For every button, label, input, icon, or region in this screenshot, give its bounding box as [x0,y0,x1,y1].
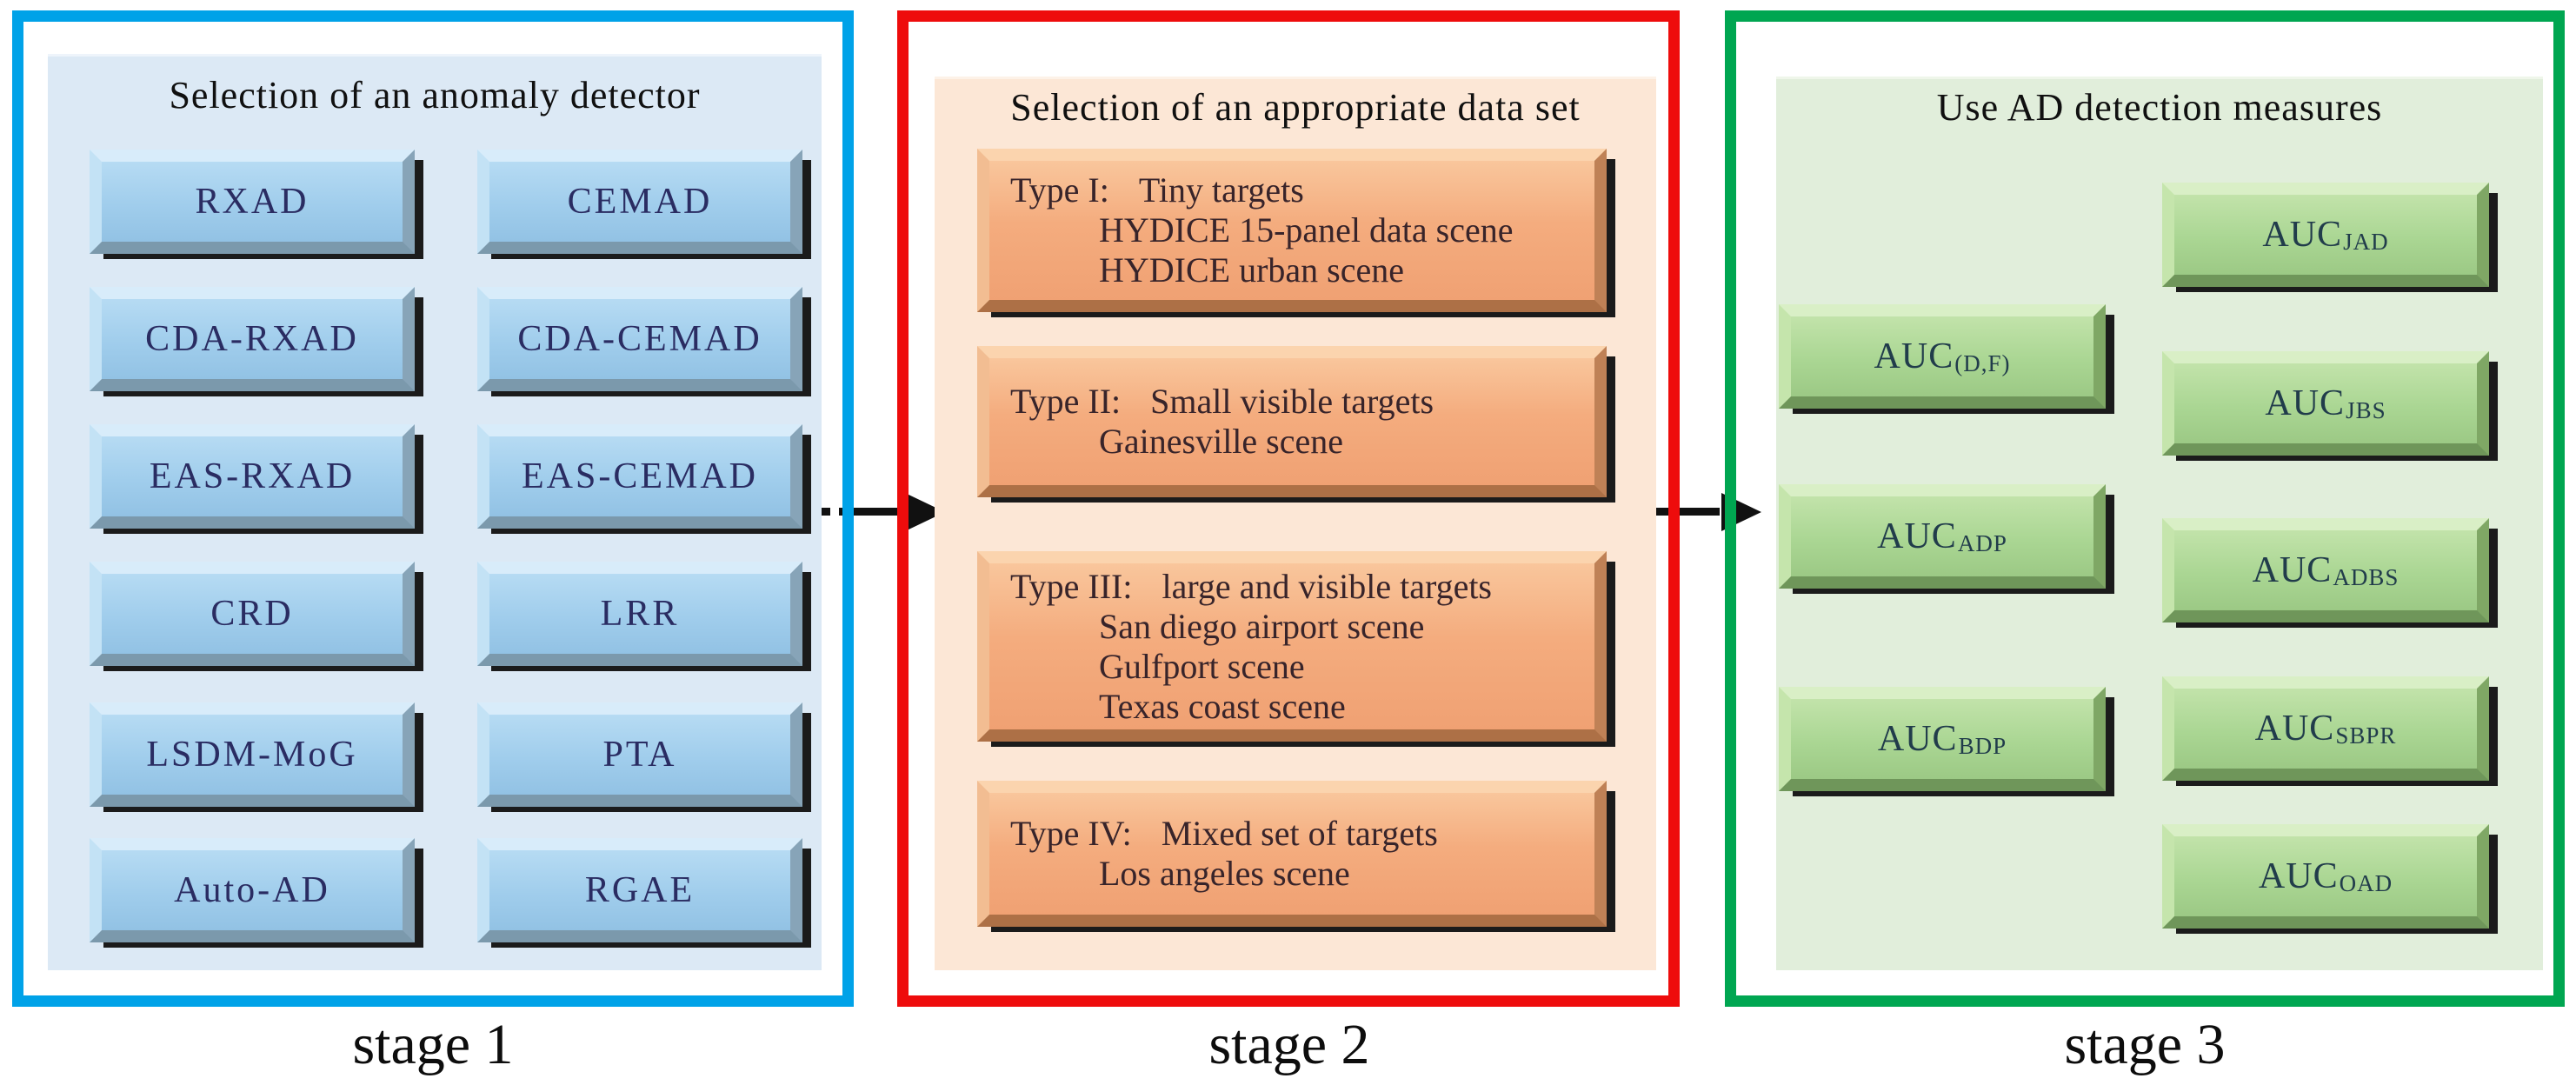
stage-3-label: stage 3 [2064,1013,2226,1076]
detector-button-eas-rxad: EAS-RXAD [90,424,415,529]
stage-2-title: Selection of an appropriate data set [1010,86,1581,129]
dataset-type-label: Type I: [1010,170,1109,210]
detector-button-cemad: CEMAD [477,150,802,254]
dataset-scene: Texas coast scene [1099,686,1346,726]
detector-button-rgae: RGAE [477,838,802,942]
measure-base-text: AUC [2265,383,2346,423]
dataset-box-type1: Type I: Tiny targets HYDICE 15-panel data… [977,149,1607,312]
measure-subscript: JBS [2346,396,2386,423]
measure-base-text: AUC [2254,709,2335,749]
stage-1-frame [12,10,854,1007]
dataset-scene: HYDICE 15-panel data scene [1099,210,1514,250]
stage-2-label: stage 2 [1208,1013,1370,1076]
dataset-target-text: large and visible targets [1162,566,1492,606]
dataset-target-text: Tiny targets [1138,170,1304,210]
detector-button-eas-cemad: EAS-CEMAD [477,424,802,529]
stage-1-title: Selection of an anomaly detector [169,74,701,116]
measure-base-text: AUC [2258,856,2339,896]
dataset-scene: Gulfport scene [1099,646,1305,686]
measure-subscript: SBPR [2335,722,2397,749]
dataset-type-heading: Type III: large and visible targets [989,567,1492,607]
measure-subscript: (D,F) [1954,349,2011,376]
detector-button-cda-cemad: CDA-CEMAD [477,287,802,391]
dataset-box-type3: Type III: large and visible targets San d… [977,551,1607,742]
dataset-type-heading: Type II: Small visible targets [989,382,1434,422]
detector-button-auto-ad: Auto-AD [90,838,415,942]
dataset-type-label: Type II: [1010,382,1122,421]
dataset-scene: Gainesville scene [1099,422,1343,461]
dataset-scene: Los angeles scene [1099,854,1350,893]
dataset-type-heading: Type I: Tiny targets [989,170,1304,210]
measure-subscript: OAD [2339,869,2393,896]
detector-button-crd: CRD [90,562,415,666]
detector-button-rxad: RXAD [90,150,415,254]
flow-arrow-2-dash-icon [1655,508,1720,516]
detector-button-cda-rxad: CDA-RXAD [90,287,415,391]
dataset-type-label: Type III: [1010,566,1133,606]
stage-3-frame [1725,10,2565,1007]
measure-subscript: ADBS [2333,563,2400,590]
stage-3-title: Use AD detection measures [1936,86,2383,129]
stage-2-frame [897,10,1680,1007]
measure-base-text: AUC [1877,516,1957,556]
dataset-box-type2: Type II: Small visible targets Gainesvill… [977,346,1607,497]
detector-button-pta: PTA [477,702,802,807]
measure-base-text: AUC [1877,719,1958,759]
flow-arrow-1-dash-icon [839,508,903,516]
dataset-box-type4: Type IV: Mixed set of targets Los angeles… [977,781,1607,927]
dataset-target-text: Mixed set of targets [1161,814,1438,853]
measure-base-text: AUC [2262,215,2343,255]
dataset-scene: San diego airport scene [1099,606,1425,646]
measure-base-text: AUC [1874,336,1954,376]
detector-button-lrr: LRR [477,562,802,666]
stage-1-label: stage 1 [352,1013,514,1076]
detector-button-lsdm-mog: LSDM-MoG [90,702,415,807]
dataset-target-text: Small visible targets [1150,382,1434,421]
measure-subscript: BDP [1958,732,2007,759]
measure-subscript: JAD [2343,228,2389,255]
measure-base-text: AUC [2252,550,2333,590]
measure-button-auc-df: AUC(D,F) [1779,304,2106,409]
measure-subscript: ADP [1957,529,2007,556]
dataset-type-label: Type IV: [1010,814,1132,853]
dataset-type-heading: Type IV: Mixed set of targets [989,814,1438,854]
dataset-scene: HYDICE urban scene [1099,250,1404,290]
